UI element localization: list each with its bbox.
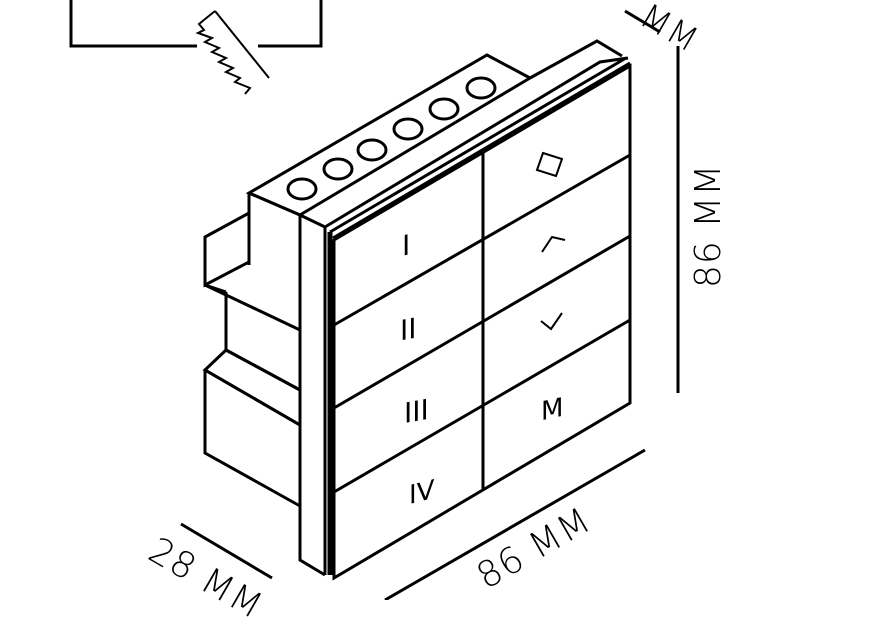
button-label-m: M — [541, 392, 564, 428]
up-chevron-icon — [541, 235, 566, 253]
terminal-screw-icon — [392, 117, 424, 141]
button-icons — [535, 151, 566, 331]
dimension-label-height: 86 MM — [688, 163, 729, 288]
button-label-3: III — [404, 392, 429, 431]
dimension-line-width — [384, 448, 646, 600]
terminal-screw-icon — [356, 138, 388, 162]
dimension-line-top — [624, 9, 661, 34]
terminal-screw-icon — [286, 177, 318, 201]
terminal-screw-icon — [465, 76, 497, 100]
terminal-screw-icon — [322, 157, 354, 181]
front-panel — [327, 56, 632, 581]
wall-cutout-saw-icon — [69, 0, 323, 95]
button-label-1: I — [402, 228, 411, 263]
button-label-4: IV — [409, 474, 435, 512]
dimension-line-depth — [180, 522, 273, 580]
back-housing — [202, 39, 629, 577]
diamond-icon — [535, 151, 564, 178]
terminal-screws — [286, 76, 497, 201]
dimension-lines — [180, 9, 680, 600]
button-label-2: II — [400, 311, 417, 348]
keypad-dimension-diagram: I II III IV M MM 86 MM 86 MM 28 MM — [69, 0, 729, 628]
down-chevron-icon — [540, 312, 563, 331]
diagram-drawing — [69, 0, 680, 600]
terminal-screw-icon — [428, 97, 460, 121]
